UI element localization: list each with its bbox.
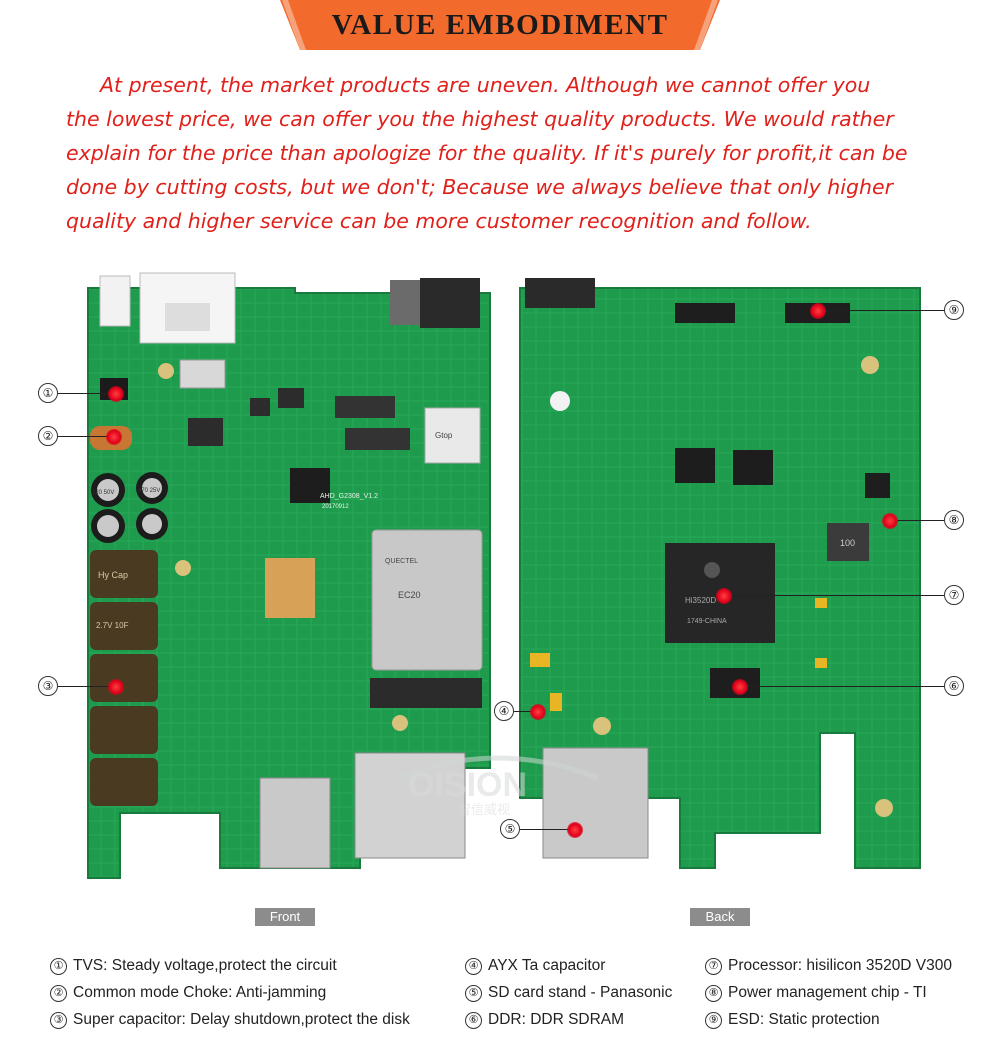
callout-9-marker: ⑨ (944, 300, 964, 320)
legend-text: Common mode Choke: Anti-jamming (73, 984, 327, 1001)
legend-text: Processor: hisilicon 3520D V300 (728, 957, 953, 974)
callout-2-line (58, 436, 110, 438)
callout-5-dot (567, 822, 583, 838)
legend-text: AYX Ta capacitor (488, 957, 606, 974)
callout-4-marker: ④ (494, 701, 514, 721)
legend-item-4: ④ AYX Ta capacitor (465, 952, 672, 979)
cap1-label: 220 50V (92, 490, 114, 496)
legend-text: SD card stand - Panasonic (488, 984, 673, 1001)
callout-3-marker: ③ (38, 676, 58, 696)
legend-text: Super capacitor: Delay shutdown,protect … (73, 1011, 410, 1028)
intro-paragraph: At present, the market products are unev… (66, 68, 966, 238)
callout-3-line (58, 686, 112, 688)
legend-number: ① (50, 958, 67, 975)
hycap-label: Hy Cap (98, 570, 128, 580)
front-silkscreen: AHD_G2308_V1.2 (320, 493, 378, 500)
legend-number: ③ (50, 1012, 67, 1029)
callout-5-line (520, 829, 570, 831)
callout-3-dot (108, 679, 124, 695)
callout-7-dot (716, 588, 732, 604)
callout-5-marker: ⑤ (500, 819, 520, 839)
banner-ribbon (280, 0, 720, 50)
back-board-photo: Hi3520D 1749-CHINA 100 (515, 278, 925, 888)
module-label: EC20 (398, 590, 421, 600)
back-caption: Back (690, 908, 750, 926)
legend-item-1: ① TVS: Steady voltage,protect the circuit (50, 952, 410, 979)
callout-9-dot (810, 303, 826, 319)
legend-number: ④ (465, 958, 482, 975)
callout-7-marker: ⑦ (944, 585, 964, 605)
legend-column-2: ④ AYX Ta capacitor ⑤ SD card stand - Panas… (465, 952, 672, 1033)
legend-number: ⑤ (465, 985, 482, 1002)
intro-line-3: explain for the price than apologize for… (66, 141, 908, 165)
callout-6-line (740, 686, 944, 688)
callout-8-line (892, 520, 944, 522)
intro-line-5: quality and higher service can be more c… (66, 209, 812, 233)
callout-2-dot (106, 429, 122, 445)
legend-item-5: ⑤ SD card stand - Panasonic (465, 979, 672, 1006)
legend-number: ⑨ (705, 1012, 722, 1029)
legend-text: ESD: Static protection (728, 1011, 880, 1028)
intro-line-2: the lowest price, we can offer you the h… (66, 107, 894, 131)
processor-code: 1749-CHINA (687, 618, 727, 625)
processor-label: Hi3520D (685, 596, 716, 605)
legend-item-3: ③ Super capacitor: Delay shutdown,protect… (50, 1006, 410, 1033)
legend-number: ⑦ (705, 958, 722, 975)
front-board-image: AHD_G2308_V1.2 20170912 EC20 QUECTEL Gto… (87, 272, 491, 879)
legend-item-2: ② Common mode Choke: Anti-jamming (50, 979, 410, 1006)
callout-9-line (820, 310, 944, 312)
cap2-label: 470 25V (138, 488, 160, 494)
callout-7-line (724, 595, 944, 597)
callout-4-line (514, 711, 534, 713)
legend-text: Power management chip - TI (728, 984, 927, 1001)
legend-item-7: ⑦ Processor: hisilicon 3520D V300 (705, 952, 952, 979)
legend-number: ② (50, 985, 67, 1002)
legend-column-1: ① TVS: Steady voltage,protect the circuit… (50, 952, 410, 1033)
callout-8-dot (882, 513, 898, 529)
callout-4-dot (530, 704, 546, 720)
legend-column-3: ⑦ Processor: hisilicon 3520D V300 ⑧ Power … (705, 952, 952, 1033)
intro-line-1: At present, the market products are unev… (100, 73, 871, 97)
callout-1-line (58, 393, 114, 395)
callout-8-marker: ⑧ (944, 510, 964, 530)
hycap-spec: 2.7V 10F (96, 621, 129, 630)
module-brand: QUECTEL (385, 558, 418, 565)
back-board-image: Hi3520D 1749-CHINA 100 (519, 278, 921, 869)
legend-item-8: ⑧ Power management chip - TI (705, 979, 952, 1006)
legend-item-6: ⑥ DDR: DDR SDRAM (465, 1006, 672, 1033)
legend-item-9: ⑨ ESD: Static protection (705, 1006, 952, 1033)
legend-text: TVS: Steady voltage,protect the circuit (73, 957, 337, 974)
front-board-photo: AHD_G2308_V1.2 20170912 EC20 QUECTEL Gto… (80, 268, 500, 898)
front-caption: Front (255, 908, 315, 926)
power-chip-label: 100 (840, 538, 855, 548)
callout-1-marker: ① (38, 383, 58, 403)
header-banner: VALUE EMBODIMENT (0, 0, 1000, 50)
gps-brand: Gtop (435, 431, 453, 440)
front-date: 20170912 (322, 504, 349, 510)
callout-6-marker: ⑥ (944, 676, 964, 696)
callout-1-dot (108, 386, 124, 402)
banner-title: VALUE EMBODIMENT (331, 8, 669, 41)
legend-number: ⑧ (705, 985, 722, 1002)
callout-2-marker: ② (38, 426, 58, 446)
legend-number: ⑥ (465, 1012, 482, 1029)
callout-6-dot (732, 679, 748, 695)
components-legend: ① TVS: Steady voltage,protect the circuit… (50, 952, 980, 1042)
intro-line-4: done by cutting costs, but we don't; Bec… (66, 175, 894, 199)
legend-text: DDR: DDR SDRAM (488, 1011, 625, 1028)
